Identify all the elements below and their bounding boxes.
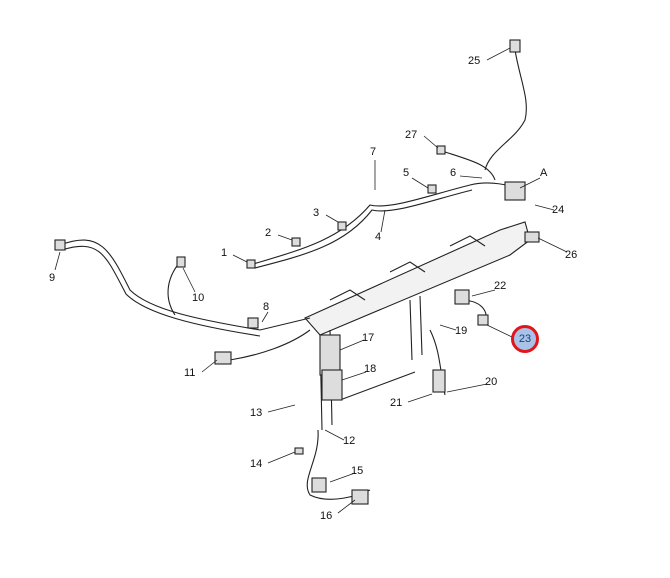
connectors [54,39,540,505]
callout-10[interactable]: 10 [192,292,205,304]
harness-to-9-b [61,245,261,337]
harness-to-10 [167,261,181,316]
harness-to-11 [229,329,311,361]
harness-to-27 [444,151,496,181]
callout-23-highlighted[interactable]: 23 [511,325,539,353]
callout-21[interactable]: 21 [390,397,403,409]
callout-6[interactable]: 6 [450,167,457,179]
harness-to-9 [59,239,311,331]
callout-14[interactable]: 14 [250,458,263,470]
upper-harness-wire [249,182,521,266]
callout-9[interactable]: 9 [49,272,56,284]
callout-22[interactable]: 22 [494,280,507,292]
upper-harness-wire-2 [254,189,473,269]
callout-7[interactable]: 7 [370,146,377,158]
callout-18[interactable]: 18 [364,363,377,375]
beam-top-ribs [329,235,486,301]
callout-20[interactable]: 20 [485,376,498,388]
callout-24[interactable]: 24 [552,204,565,216]
harness-to-25 [484,49,527,171]
callout-11[interactable]: 11 [184,367,196,379]
callout-4[interactable]: 4 [375,231,382,243]
callout-2[interactable]: 2 [265,227,272,239]
leader-lines [54,47,568,514]
callout-15[interactable]: 15 [351,465,364,477]
callout-19[interactable]: 19 [455,325,468,337]
callout-17[interactable]: 17 [362,332,375,344]
callout-A[interactable]: A [540,167,548,179]
callout-27[interactable]: 27 [405,129,418,141]
callout-12[interactable]: 12 [343,435,356,447]
callout-1[interactable]: 1 [221,247,228,259]
callout-8[interactable]: 8 [263,301,270,313]
callout-5[interactable]: 5 [403,167,410,179]
callout-3[interactable]: 3 [313,207,320,219]
callout-26[interactable]: 26 [565,249,578,261]
callout-25[interactable]: 25 [468,55,481,67]
callout-13[interactable]: 13 [250,407,263,419]
callout-16[interactable]: 16 [320,510,333,522]
